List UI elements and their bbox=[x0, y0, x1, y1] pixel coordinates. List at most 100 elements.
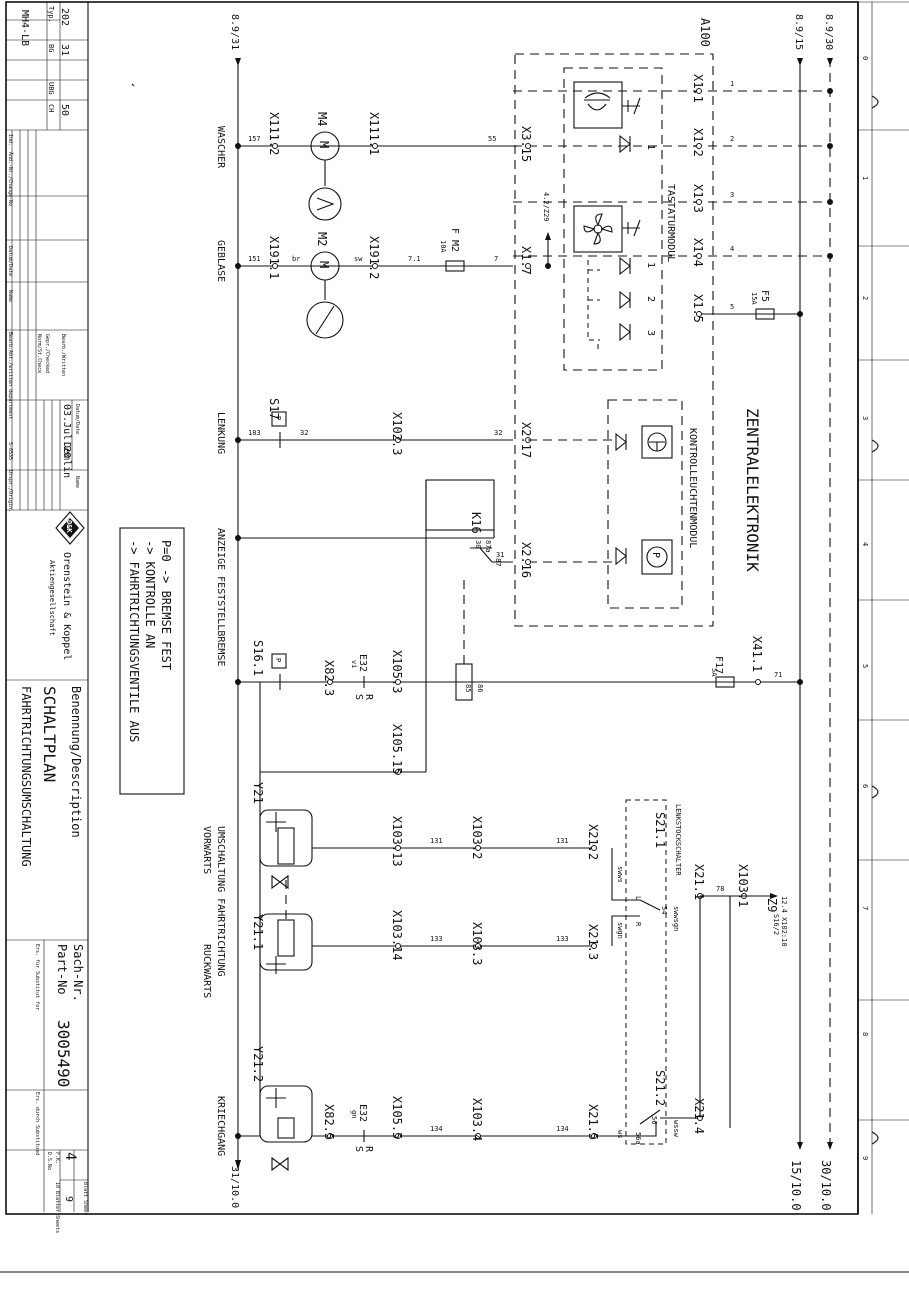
tb-code-ubg: UBG bbox=[47, 82, 55, 95]
motor-m4-m: M bbox=[317, 141, 331, 148]
tb-ers-fuer: Ers. für Substitut for bbox=[34, 944, 40, 1010]
wire-swgn: swgn bbox=[616, 922, 624, 939]
ref-15-top: 8.9/15 bbox=[793, 14, 804, 50]
tastaturmodul-label: TASTATURMODUL bbox=[665, 184, 676, 262]
y21-1-label: Y21.1 bbox=[251, 914, 265, 950]
switch-s21-internals bbox=[611, 848, 701, 1137]
tb-code-ch: CH bbox=[47, 104, 55, 112]
grid-number-1: 1 bbox=[861, 176, 869, 180]
washer-switch-box bbox=[573, 81, 623, 129]
x2-17: X2.17 bbox=[519, 422, 533, 458]
m4-label: M4 bbox=[315, 112, 329, 126]
tb-code-50: 50 bbox=[59, 104, 70, 116]
x105-15: X105.15 bbox=[390, 724, 404, 775]
x103-3: X103.3 bbox=[470, 922, 484, 965]
tb-fk: F.K. bbox=[54, 1152, 60, 1164]
ok-logo: O&K bbox=[55, 511, 85, 545]
tb-subtitle: FAHRTRICHTUNGSUMSCHALTUNG bbox=[19, 686, 33, 867]
wire-swsgn: swwsgn bbox=[672, 906, 680, 931]
x21-2: X21.2 bbox=[586, 824, 600, 860]
tast-led-group bbox=[619, 134, 631, 342]
tb-benennung: Benennung/Description bbox=[69, 686, 83, 838]
ref-30-bottom: 30/10.0 bbox=[819, 1160, 833, 1211]
wire-87: 87 bbox=[494, 558, 502, 566]
tast-switch-1 bbox=[622, 97, 641, 115]
wire-54: 54 bbox=[660, 906, 668, 914]
s21-l: L bbox=[634, 896, 642, 900]
wire-133-a: 133 bbox=[430, 935, 443, 943]
y21-2-label: Y21.2 bbox=[251, 1046, 265, 1082]
e32-a-r: R bbox=[363, 694, 374, 701]
grid-number-2: 2 bbox=[861, 296, 869, 300]
x103-14: X103.14 bbox=[390, 910, 404, 961]
s21-56a: 56a bbox=[634, 1132, 642, 1145]
wire-sws: swws bbox=[616, 866, 624, 883]
x21-1: X21.1 bbox=[692, 864, 706, 900]
wire-133-b: 133 bbox=[556, 935, 569, 943]
wire-71-num: 71 bbox=[774, 671, 782, 679]
valve-y21-2 bbox=[259, 1085, 313, 1172]
title-block bbox=[6, 2, 89, 1212]
e32-gn: E32 bbox=[357, 1104, 368, 1122]
wire-7-num: 7 bbox=[494, 255, 498, 263]
geblaese-label: GEBLASE bbox=[215, 240, 226, 282]
tb-row-written: Bearb./Written bbox=[60, 334, 66, 376]
led-k2-num: 2 bbox=[645, 296, 656, 302]
s21-56: 56 bbox=[650, 1116, 658, 1124]
tb-part-label: Part-No bbox=[55, 944, 69, 995]
ref-31-bottom: 31/10.0 bbox=[229, 1166, 240, 1208]
wire-134-a: 134 bbox=[430, 1125, 443, 1133]
x191-1: X191.1 bbox=[267, 236, 281, 279]
parking-lamp-box bbox=[641, 539, 673, 575]
wire-1: 1 bbox=[730, 80, 734, 88]
wire-86: 86 bbox=[476, 684, 484, 692]
anzeige-label: ANZEIGE FESTSTELLBREMSE bbox=[215, 528, 226, 666]
wire-87a: 87a bbox=[484, 540, 492, 553]
lenkstock-label: LENKSTOCKSCHALTER bbox=[674, 804, 682, 876]
tb-datum-label: Datum/Date bbox=[74, 404, 80, 434]
grid-strip: 0 1 2 3 4 5 6 7 8 9 bbox=[858, 1, 909, 1214]
washer-pump bbox=[308, 187, 342, 221]
tb-sach-label: Sach-Nr. bbox=[71, 944, 85, 1002]
x1-1: X1.1 bbox=[691, 74, 705, 103]
legend-line-1: P=0 -> BREMSE FEST bbox=[159, 540, 173, 670]
tb-part-no: 3005490 bbox=[54, 1020, 73, 1087]
led-k3-num: 3 bbox=[645, 330, 656, 336]
z29-ref: 4.2/Z29 bbox=[542, 192, 550, 222]
led-k1-num: 1 bbox=[645, 262, 656, 268]
washer-icon bbox=[584, 92, 611, 111]
wire-5-num: 5 bbox=[730, 303, 734, 311]
wire-ws: ws bbox=[616, 1130, 624, 1138]
s16-pressure bbox=[271, 653, 287, 669]
grid-number-9: 9 bbox=[861, 1156, 869, 1160]
led-1-num: 1 bbox=[645, 144, 656, 150]
wire-3: 3 bbox=[730, 191, 734, 199]
s16-p: P bbox=[274, 658, 282, 662]
wire-sw: sw bbox=[354, 255, 363, 263]
x82-3: X82.3 bbox=[322, 660, 336, 696]
ref-31-top: 8.9/31 bbox=[229, 14, 240, 50]
x1-2: X1.2 bbox=[691, 128, 705, 157]
m2-label: M2 bbox=[315, 232, 329, 246]
wire-131-b: 131 bbox=[556, 837, 569, 845]
kontrolleuchtenmodul-box bbox=[607, 399, 683, 609]
fuse-f5 bbox=[755, 308, 775, 320]
x1-4: X1.4 bbox=[691, 238, 705, 267]
a100-label: A100 bbox=[698, 18, 712, 47]
s21-1-label: S21.1 bbox=[653, 812, 667, 848]
y21-label: Y21 bbox=[251, 782, 265, 804]
rueckwaerts-label: RUCKWARTS bbox=[201, 944, 212, 998]
fuse-m2-label: F M2 bbox=[449, 228, 460, 252]
wire-78-num: 78 bbox=[716, 885, 724, 893]
zentralelektronik-box bbox=[514, 53, 714, 627]
blower-fan bbox=[306, 301, 344, 339]
fuse-m2 bbox=[445, 260, 465, 272]
wire-32-b: 32 bbox=[494, 429, 502, 437]
motor-m2-m: M bbox=[317, 261, 331, 268]
waescher-label: WASCHER bbox=[215, 126, 226, 169]
e32-vi-color: vi bbox=[350, 660, 358, 668]
tb-row-origin: Urspr./Origin. bbox=[7, 470, 13, 512]
x105-3: X105.3 bbox=[390, 650, 404, 693]
e32-a-s: S bbox=[353, 694, 364, 700]
